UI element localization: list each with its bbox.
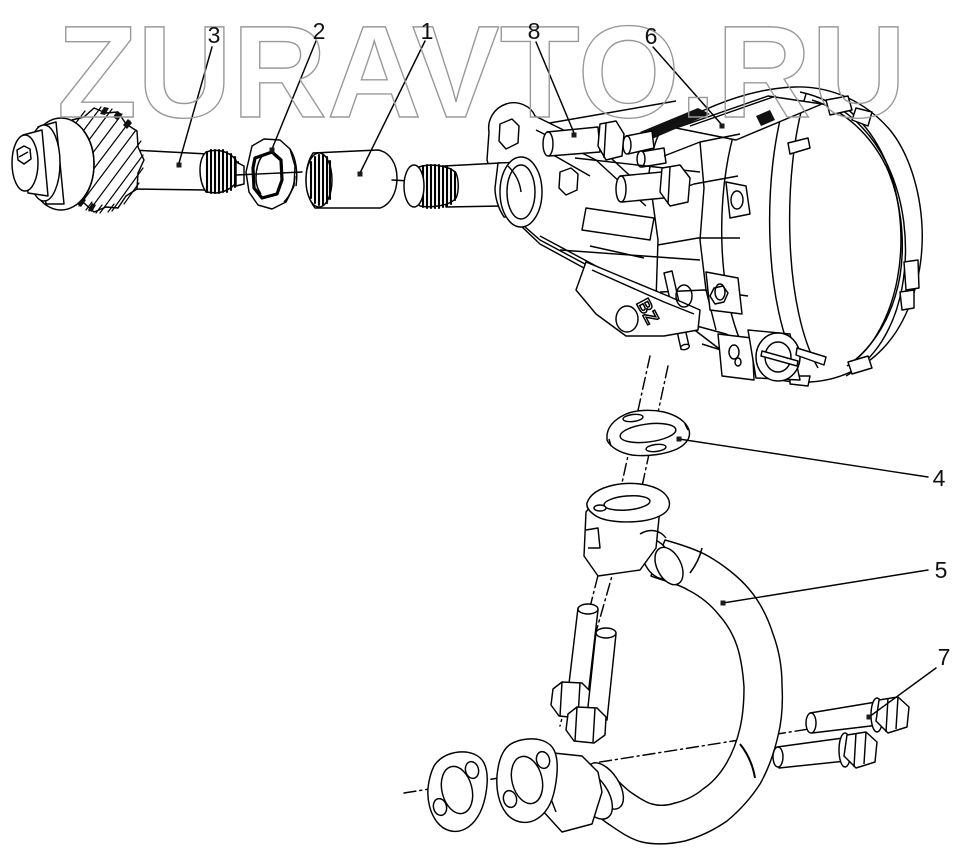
svg-text:4: 4 bbox=[933, 465, 946, 491]
svg-text:2: 2 bbox=[313, 18, 326, 44]
svg-text:6: 6 bbox=[645, 23, 658, 49]
svg-text:7: 7 bbox=[938, 644, 951, 670]
svg-text:8: 8 bbox=[528, 18, 541, 44]
svg-text:1: 1 bbox=[421, 18, 434, 44]
svg-text:3: 3 bbox=[208, 22, 221, 48]
svg-text:5: 5 bbox=[935, 557, 948, 583]
svg-text:ZURAVTO.RU: ZURAVTO.RU bbox=[57, 0, 906, 145]
